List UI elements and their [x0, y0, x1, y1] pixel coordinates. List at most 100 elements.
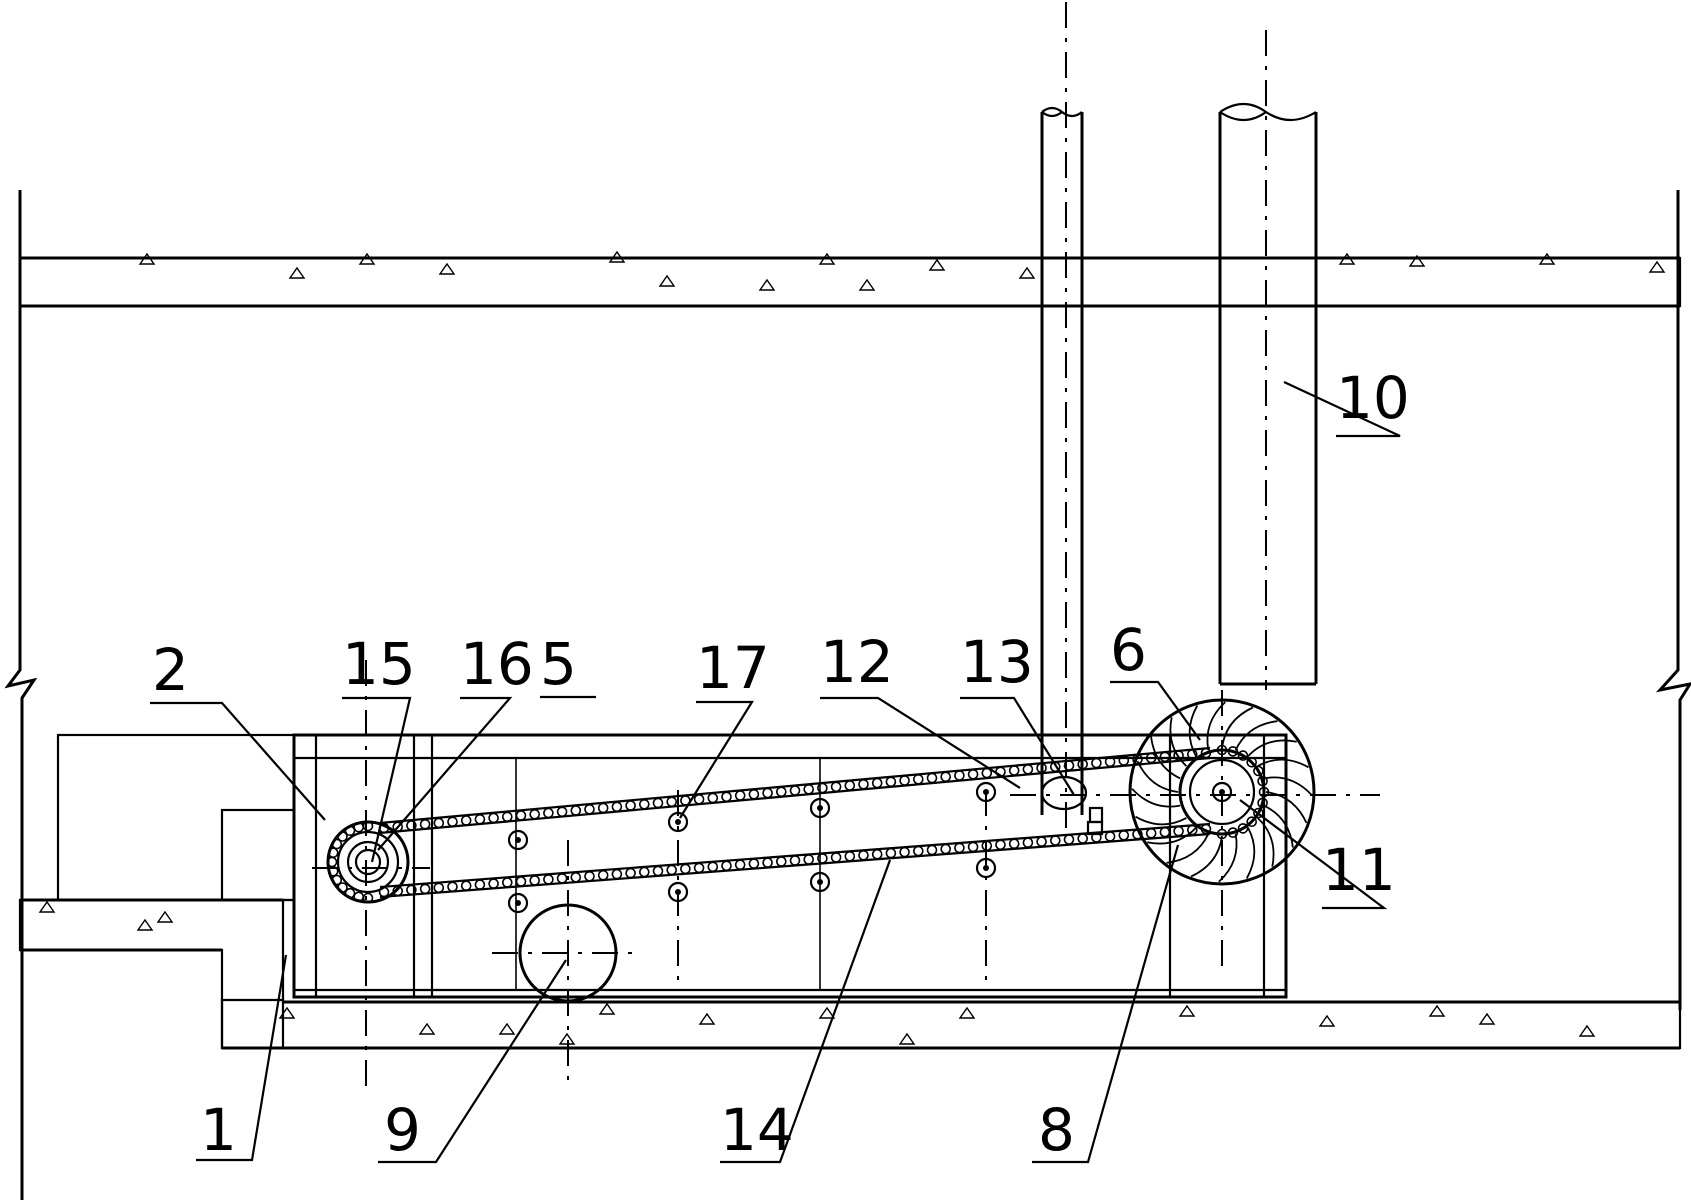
chain-link	[912, 845, 924, 857]
wheel-blade	[1234, 720, 1278, 751]
chain-link	[803, 783, 815, 795]
aggregate-mark	[498, 1022, 516, 1035]
wheel-blade	[1265, 791, 1308, 824]
chain-link	[1022, 763, 1034, 775]
aggregate-mark	[136, 918, 154, 931]
aggregate-mark	[288, 266, 306, 279]
aggregate-mark	[1538, 252, 1556, 265]
top-slab	[18, 256, 1682, 308]
chain-link	[1104, 756, 1116, 768]
aggregate-mark	[1648, 260, 1666, 273]
chain-link	[926, 844, 938, 856]
chain-link	[693, 862, 705, 874]
aggregate-mark	[418, 1022, 436, 1035]
wheel-blade	[1247, 739, 1297, 758]
chain-link	[1118, 829, 1130, 841]
chain-link	[638, 866, 650, 878]
aggregate-mark	[278, 1006, 296, 1019]
chain-link	[625, 800, 636, 811]
chain-link	[1050, 761, 1061, 773]
water-wheel	[1128, 698, 1316, 886]
chain-link	[584, 870, 595, 882]
wheel-blade	[1221, 706, 1254, 749]
chain-link	[1159, 751, 1171, 763]
chain-link	[830, 781, 842, 793]
aggregate-mark	[858, 278, 876, 291]
aggregate-mark	[38, 900, 56, 913]
chain-link	[447, 881, 458, 893]
chain-link	[460, 880, 472, 892]
chain-link	[789, 855, 801, 866]
pipes	[1040, 102, 1318, 815]
chain-link	[954, 770, 965, 781]
right-wall	[1655, 190, 1691, 1010]
label-17: 17	[696, 634, 770, 702]
chain-link	[762, 787, 773, 799]
chain-link	[912, 773, 924, 785]
label-11: 11	[1322, 836, 1396, 904]
chain-link	[707, 861, 719, 873]
chain-link	[392, 821, 404, 833]
aggregate-mark	[1338, 252, 1356, 265]
chain-link	[748, 788, 760, 800]
chain-link	[1036, 836, 1047, 847]
wheel-blade	[1188, 705, 1199, 757]
aggregate-marks	[38, 250, 1666, 1045]
chain-link	[1077, 833, 1088, 844]
aggregate-mark	[358, 252, 376, 265]
chain-link	[474, 813, 486, 825]
inlet-blocks	[56, 733, 296, 902]
chain-link	[1187, 824, 1198, 836]
chain-link	[597, 869, 609, 881]
chain-link	[844, 850, 856, 862]
aggregate-mark	[898, 1032, 916, 1045]
chain-link	[625, 867, 636, 879]
label-13: 13	[960, 628, 1034, 696]
left-sprocket	[326, 820, 410, 904]
chain-link	[406, 884, 417, 896]
aggregate-mark	[156, 910, 174, 923]
chain-link	[556, 806, 568, 818]
chain-link	[1104, 831, 1116, 842]
chain-link	[611, 801, 623, 813]
aggregate-mark	[928, 258, 946, 271]
wheel-blade	[1256, 817, 1275, 867]
chain-link	[775, 786, 787, 798]
chain-link	[1008, 765, 1020, 776]
channel-floor	[18, 898, 1682, 1050]
chain-link	[666, 796, 678, 808]
leader-lines	[150, 381, 1401, 1164]
chain-link	[1022, 837, 1034, 848]
aggregate-mark	[758, 278, 776, 291]
chain-link	[1036, 762, 1047, 774]
chain-link	[666, 864, 678, 876]
aggregate-mark	[1428, 1004, 1446, 1017]
wheel-blade	[1150, 736, 1181, 780]
chain-link	[1159, 826, 1171, 838]
chain-link	[734, 790, 746, 801]
label-10: 10	[1336, 364, 1410, 432]
chain-link	[419, 818, 431, 830]
chain-link	[762, 857, 773, 868]
chain-link	[501, 811, 513, 823]
wheel-blade	[1166, 833, 1210, 864]
chain-links-lower	[378, 823, 1212, 898]
chain-link	[474, 879, 486, 890]
chain-link	[392, 885, 404, 897]
chain-link	[556, 873, 568, 884]
chain-link	[899, 846, 910, 858]
chain-link	[858, 778, 869, 790]
chain-links-upper	[326, 744, 1270, 904]
chain-link	[529, 808, 541, 820]
chain-link	[1008, 838, 1020, 850]
wheel-blade	[1218, 833, 1238, 883]
wheel-blades	[1131, 701, 1313, 883]
aggregate-mark	[438, 262, 456, 275]
chain-link	[940, 771, 952, 783]
chain-link	[1063, 760, 1075, 771]
chain-link	[433, 817, 445, 829]
chain-link	[1063, 834, 1075, 845]
chain-link	[543, 807, 554, 819]
label-6: 6	[1110, 616, 1147, 684]
chain-link	[433, 882, 445, 894]
